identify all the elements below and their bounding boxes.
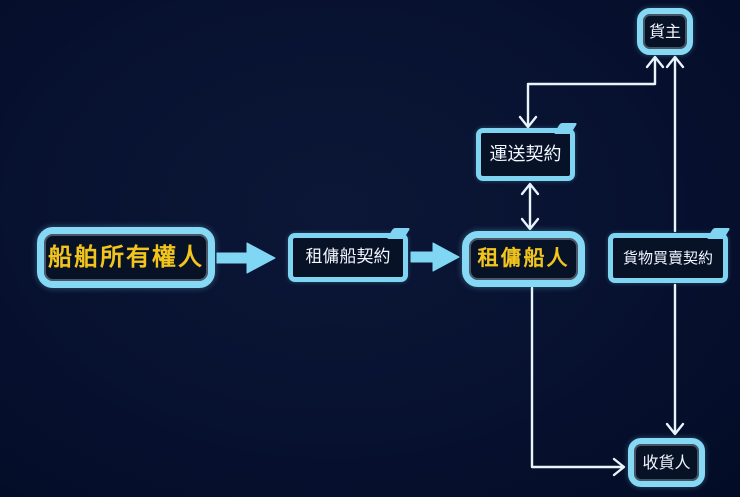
node-consignee[interactable]: 收貨人 [628, 438, 705, 487]
node-transport-contract[interactable]: 運送契約 [476, 123, 578, 181]
node-consignee-label: 收貨人 [642, 452, 691, 472]
arrowhead-down-consignee [665, 422, 685, 436]
arrowhead-up-cargoowner-left [645, 55, 665, 69]
node-shipowner-label: 船舶所有權人 [48, 243, 204, 272]
arrowhead-up-cargoowner-right [665, 55, 685, 69]
arrow-shipowner-to-chartercontract[interactable] [216, 242, 276, 274]
edge-transport-cargoowner[interactable] [526, 56, 657, 129]
arrow-chartercontract-to-charterer[interactable] [410, 242, 460, 272]
node-charterer[interactable]: 租傭船人 [462, 231, 585, 287]
node-cargo-owner[interactable]: 貨主 [637, 8, 693, 55]
node-shipowner[interactable]: 船舶所有權人 [37, 227, 215, 288]
node-cargo-owner-label: 貨主 [648, 21, 681, 41]
arrowhead-right-consignee [612, 457, 626, 477]
arrowhead-up-transport [520, 182, 540, 196]
arrowhead-down-charterer [520, 217, 540, 231]
arrowhead-down-transport [518, 115, 538, 129]
node-goods-sale-contract-label: 貨物買賣契約 [622, 248, 713, 267]
node-goods-sale-contract[interactable]: 貨物買賣契約 [608, 228, 731, 283]
node-charterer-label: 租傭船人 [477, 246, 570, 271]
edge-charterer-consignee[interactable] [530, 286, 624, 469]
node-transport-contract-label: 運送契約 [489, 143, 562, 165]
node-charter-contract[interactable]: 租傭船契約 [288, 228, 411, 282]
node-charter-contract-label: 租傭船契約 [305, 247, 391, 268]
